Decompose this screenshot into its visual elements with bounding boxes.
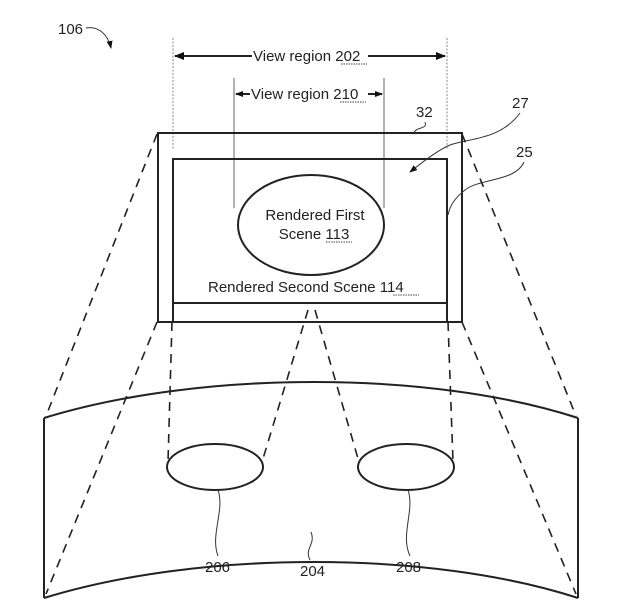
outer-display-frame [157,132,463,323]
projection-outer-right-bottom [461,321,577,595]
rendered-first-scene-ellipse [237,174,385,276]
inner-display-frame [172,158,448,304]
lens-right-leader [406,489,411,557]
projection-outer-right-top [461,133,577,417]
lens-right-208 [357,443,455,491]
projection-outer-left-bottom [45,321,158,595]
lens-right-label: 208 [396,559,421,576]
figure-reference-arrow [85,27,113,49]
headset-bottom-edge [43,561,579,599]
lens-left-label: 206 [205,559,230,576]
projection-outer-left-top [45,133,158,417]
headset-surface-leader [307,531,313,561]
headset-surface-label: 204 [300,563,325,580]
projection-lens-right-inner [314,309,360,463]
view-region-210-label: View region 210 [251,86,358,103]
frame-outer-label: 32 [416,104,433,121]
lens-left-206 [166,443,264,491]
lens-left-leader [215,489,221,557]
projection-lens-left-inner [261,309,309,463]
first-scene-label-line1: Rendered First [265,207,365,224]
display-area-leader-arrow [409,112,521,173]
frame-outer-leader [413,121,426,134]
frame-inner-label: 25 [516,144,533,161]
second-scene-label: Rendered Second Scene 114 [208,279,404,296]
projection-lens-left-outer [167,321,173,463]
projection-lens-right-outer [447,321,454,463]
view-region-202-label: View region 202 [253,48,360,65]
first-scene-label-line2: Scene 113 [279,226,350,243]
figure-reference-label: 106 [58,21,83,38]
display-area-label: 27 [512,95,529,112]
headset-top-edge [43,381,579,419]
frame-inner-leader [447,161,525,216]
